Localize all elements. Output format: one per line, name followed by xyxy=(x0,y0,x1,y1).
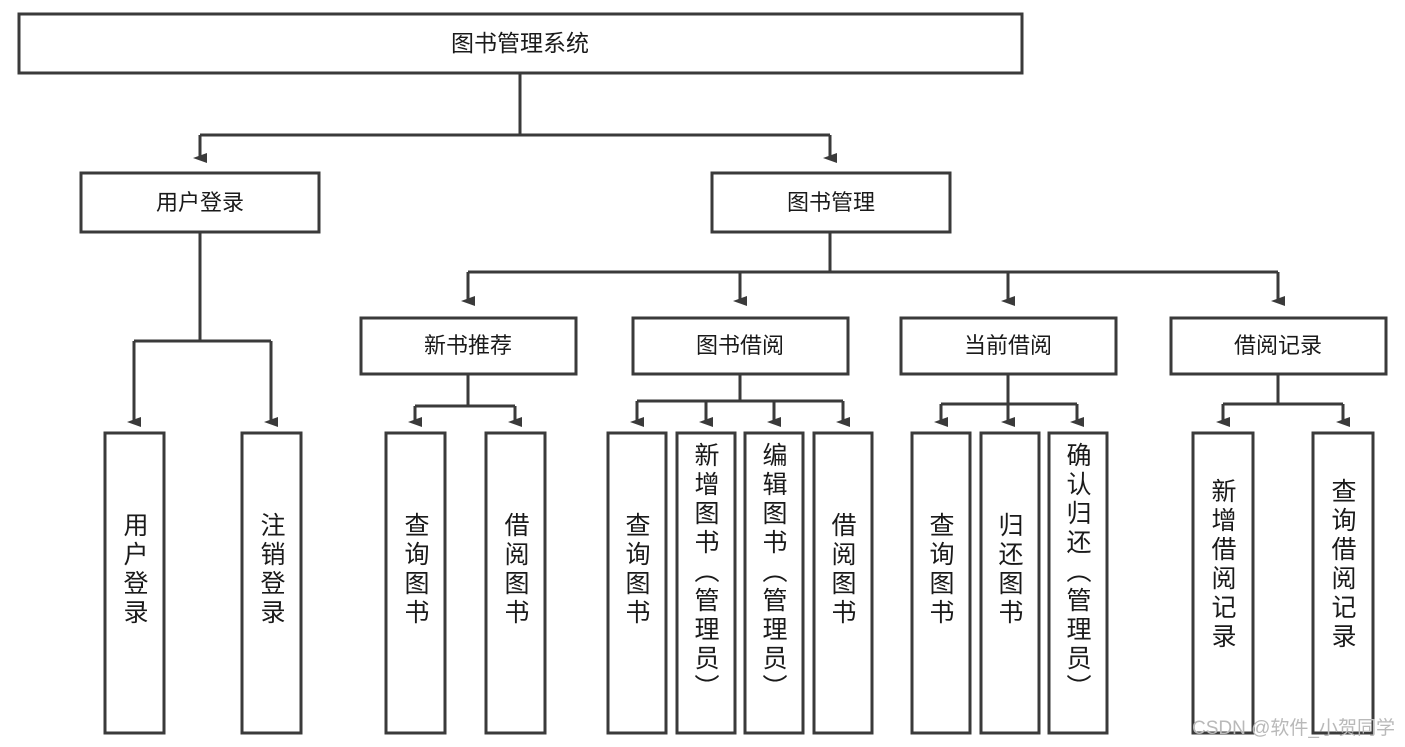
node-new-book-recommend[interactable]: 新书推荐 xyxy=(359,316,578,376)
leaf-box-logout[interactable] xyxy=(240,431,303,735)
node-book-manage-label: 图书管理 xyxy=(787,190,875,215)
connector-new-book-to-leaves xyxy=(408,374,522,427)
leaf-box-user-login[interactable] xyxy=(103,431,166,735)
leaf-box-query-book-2[interactable] xyxy=(606,431,668,735)
node-user-login-label: 用户登录 xyxy=(156,190,244,215)
node-book-borrow-label: 图书借阅 xyxy=(696,333,784,358)
leaf-box-query-book-3[interactable] xyxy=(910,431,972,735)
node-book-borrow[interactable]: 图书借阅 xyxy=(631,316,850,376)
node-new-book-recommend-label: 新书推荐 xyxy=(424,333,512,358)
connector-borrow-record-to-leaves xyxy=(1216,374,1350,427)
node-current-borrow-label: 当前借阅 xyxy=(964,333,1052,358)
leaf-box-edit-book-admin[interactable] xyxy=(743,431,805,735)
connector-user-login-to-leaves xyxy=(127,232,278,427)
node-current-borrow[interactable]: 当前借阅 xyxy=(899,316,1118,376)
node-book-manage[interactable]: 图书管理 xyxy=(710,171,952,234)
leaf-box-borrow-book-2[interactable] xyxy=(812,431,874,735)
leaf-box-return-book[interactable] xyxy=(979,431,1041,735)
node-root-label: 图书管理系统 xyxy=(451,30,589,56)
node-borrow-record[interactable]: 借阅记录 xyxy=(1169,316,1388,376)
connector-root-to-level2 xyxy=(193,73,837,163)
node-user-login[interactable]: 用户登录 xyxy=(79,171,321,234)
leaf-box-confirm-return-admin[interactable] xyxy=(1047,431,1109,735)
leaf-box-query-book-1[interactable] xyxy=(384,431,447,735)
connector-current-borrow-to-leaves xyxy=(934,374,1084,427)
node-borrow-record-label: 借阅记录 xyxy=(1234,333,1322,358)
connector-book-manage-to-level3 xyxy=(461,232,1285,306)
connector-book-borrow-to-leaves xyxy=(630,374,850,427)
node-root-system[interactable]: 图书管理系统 xyxy=(17,12,1024,75)
leaf-box-add-book-admin[interactable] xyxy=(675,431,737,735)
leaf-box-borrow-book-1[interactable] xyxy=(484,431,547,735)
leaf-box-query-borrow-record[interactable] xyxy=(1311,431,1375,735)
csdn-watermark: CSDN @软件_小贺同学 xyxy=(1192,718,1395,739)
leaf-box-add-borrow-record[interactable] xyxy=(1191,431,1255,735)
